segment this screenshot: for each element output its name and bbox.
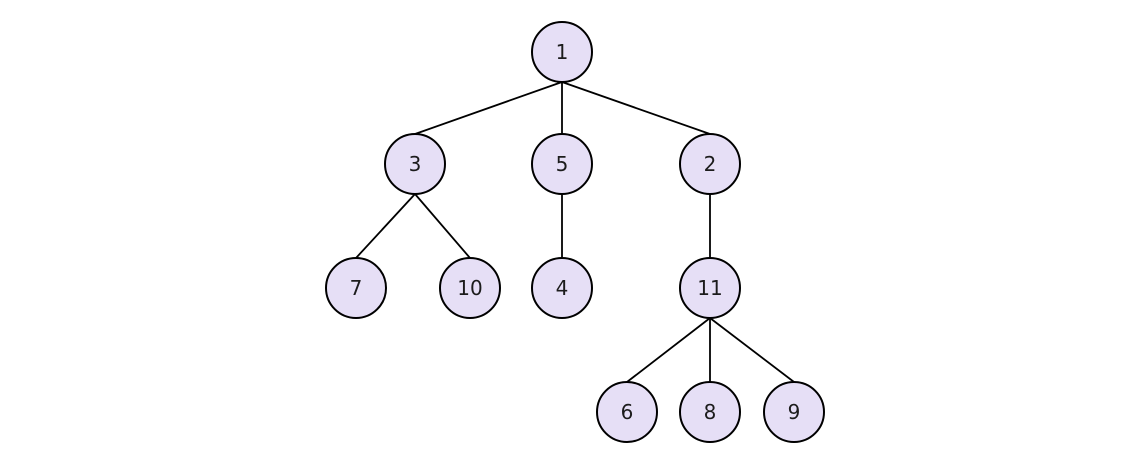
- tree-node-label-8: 8: [704, 400, 717, 424]
- tree-node-label-10: 10: [457, 276, 482, 300]
- tree-node-circle-11: [679, 257, 741, 319]
- tree-node-3: 3: [384, 133, 446, 195]
- tree-node-1: 1: [531, 21, 593, 83]
- tree-node-circle-4: [531, 257, 593, 319]
- tree-node-circle-1: [531, 21, 593, 83]
- tree-node-label-9: 9: [788, 400, 801, 424]
- tree-edge-1-2: [561, 81, 711, 135]
- tree-node-7: 7: [325, 257, 387, 319]
- tree-edge-3-7: [355, 193, 416, 259]
- tree-node-label-4: 4: [556, 276, 569, 300]
- tree-node-5: 5: [531, 133, 593, 195]
- tree-node-circle-6: [596, 381, 658, 443]
- tree-node-circle-8: [679, 381, 741, 443]
- tree-node-4: 4: [531, 257, 593, 319]
- tree-node-10: 10: [439, 257, 501, 319]
- tree-edge-1-3: [414, 81, 563, 135]
- tree-node-circle-2: [679, 133, 741, 195]
- tree-node-8: 8: [679, 381, 741, 443]
- tree-node-circle-7: [325, 257, 387, 319]
- tree-edge-11-6: [626, 317, 711, 383]
- tree-node-circle-3: [384, 133, 446, 195]
- tree-node-2: 2: [679, 133, 741, 195]
- tree-node-label-6: 6: [621, 400, 634, 424]
- tree-node-label-5: 5: [556, 152, 569, 176]
- tree-node-circle-10: [439, 257, 501, 319]
- tree-node-9: 9: [763, 381, 825, 443]
- tree-node-circle-9: [763, 381, 825, 443]
- tree-node-circle-5: [531, 133, 593, 195]
- tree-node-label-3: 3: [409, 152, 422, 176]
- tree-node-6: 6: [596, 381, 658, 443]
- tree-node-label-1: 1: [556, 40, 569, 64]
- tree-node-label-11: 11: [697, 276, 722, 300]
- tree-edge-11-9: [709, 317, 795, 383]
- tree-edge-3-10: [414, 193, 471, 259]
- tree-node-label-2: 2: [704, 152, 717, 176]
- tree-node-label-7: 7: [350, 276, 363, 300]
- tree-node-11: 11: [679, 257, 741, 319]
